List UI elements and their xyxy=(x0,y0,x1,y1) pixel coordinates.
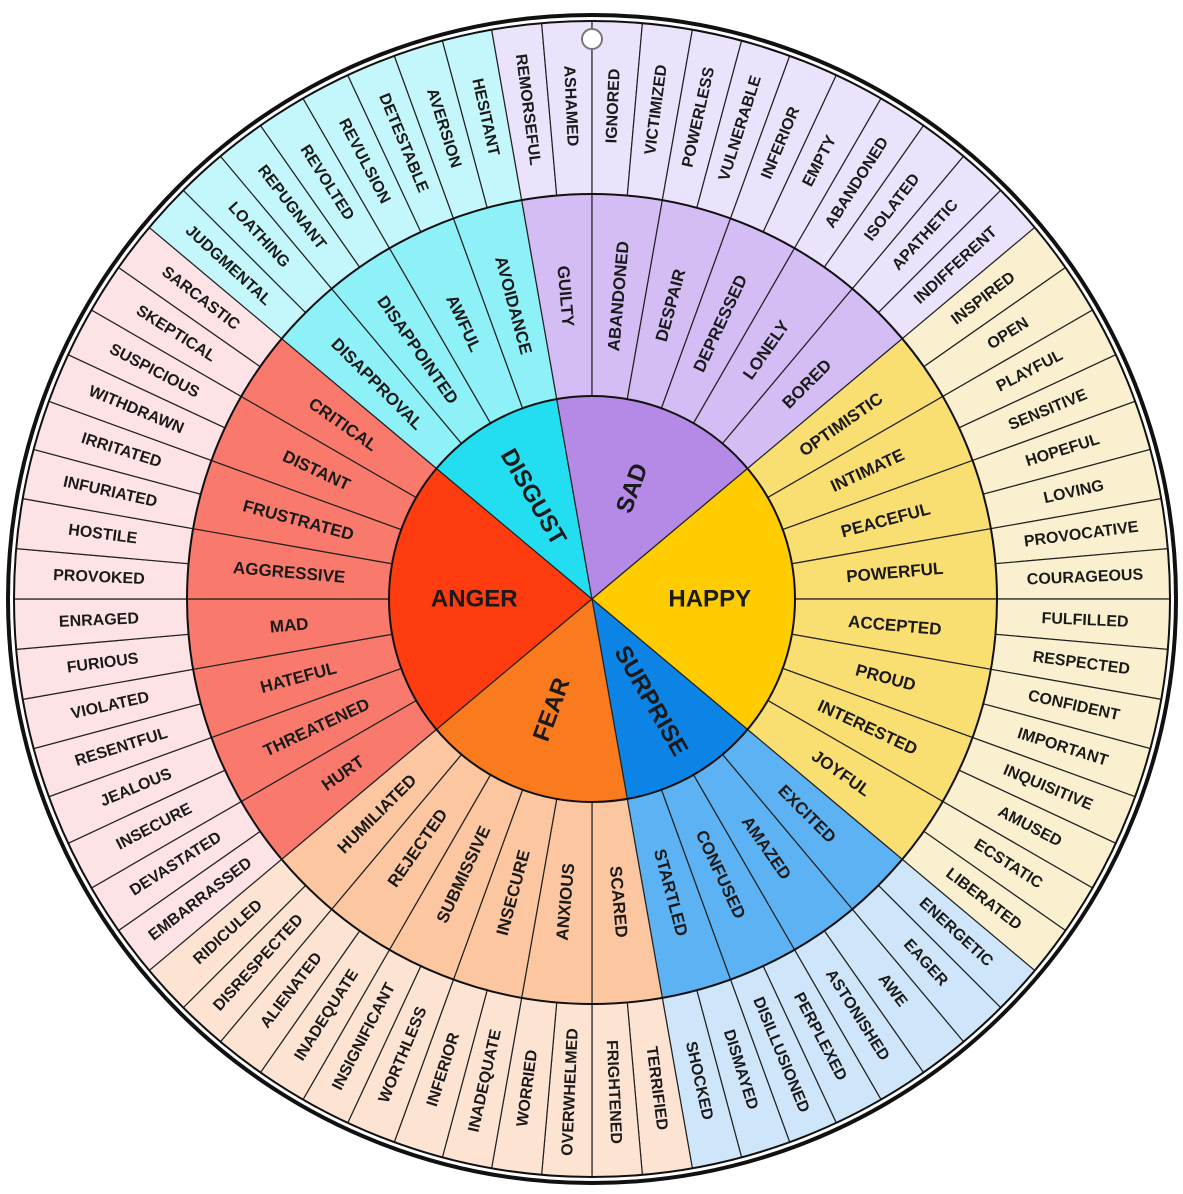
outer-ring xyxy=(13,20,1171,1178)
outer-label-enraged: ENRAGED xyxy=(59,610,140,630)
outer-label-fulfilled: FULFILLED xyxy=(1041,610,1129,631)
outer-label-overwhelmed: OVERWHELMED xyxy=(559,1028,582,1156)
mid-label-mad: MAD xyxy=(269,614,309,636)
outer-label-provoked: PROVOKED xyxy=(53,567,145,588)
wheel-segments xyxy=(6,13,1178,1185)
core-ring xyxy=(388,395,796,803)
outer-label-courageous: COURAGEOUS xyxy=(1026,566,1143,588)
outer-label-ashamed: ASHAMED xyxy=(560,65,581,147)
core-label-happy: HAPPY xyxy=(668,586,751,613)
core-label-anger: ANGER xyxy=(431,586,518,613)
outer-label-ignored: IGNORED xyxy=(603,68,623,143)
hanging-hole xyxy=(581,28,603,50)
mid-ring xyxy=(186,193,998,1005)
outer-label-frightened: FRIGHTENED xyxy=(603,1040,625,1145)
